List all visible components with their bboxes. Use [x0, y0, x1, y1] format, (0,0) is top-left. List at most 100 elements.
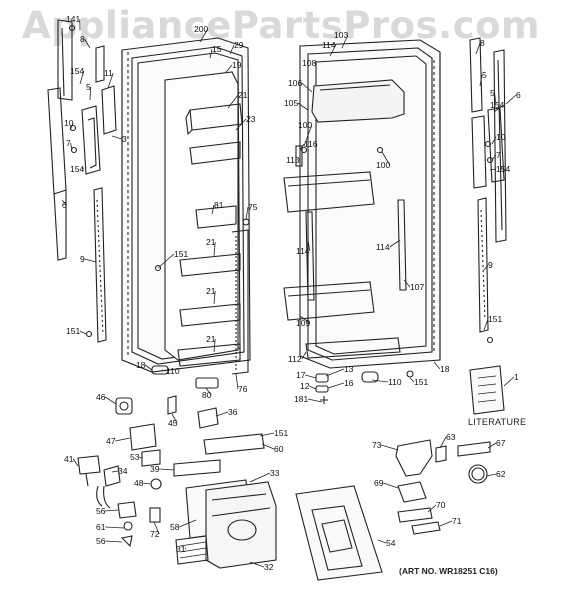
callout-label-181: 181	[294, 394, 308, 404]
callout-label-53: 53	[130, 452, 140, 462]
callout-label-36: 36	[228, 407, 238, 417]
callout-leader-7	[491, 154, 497, 161]
callout-label-62: 62	[496, 469, 506, 479]
callout-label-76: 76	[238, 384, 248, 394]
callout-label-29: 29	[234, 40, 244, 50]
callout-label-18: 18	[440, 364, 450, 374]
callout-leader-151	[483, 318, 489, 331]
callout-label-31: 31	[176, 544, 186, 554]
freezer-handle-parts	[47, 19, 117, 343]
callout-label-109: 109	[296, 318, 310, 328]
callout-label-9: 9	[488, 260, 493, 270]
callout-leader-5	[89, 86, 91, 101]
callout-label-23: 23	[246, 114, 256, 124]
callout-leaders	[61, 18, 517, 568]
callout-label-21: 21	[206, 237, 216, 247]
callout-leader-151	[79, 330, 87, 335]
callout-leader-36	[215, 411, 229, 417]
callout-label-10: 10	[496, 132, 506, 142]
callout-label-56: 56	[96, 536, 106, 546]
dispenser-front-panel	[295, 485, 383, 581]
callout-leader-110	[161, 369, 167, 372]
callout-label-151: 151	[66, 326, 80, 336]
freezer-door	[121, 37, 251, 373]
callout-leader-71	[439, 520, 453, 527]
callout-leader-15	[209, 48, 213, 59]
callout-label-6: 6	[62, 200, 67, 210]
callout-label-154: 154	[70, 66, 84, 76]
callout-leader-1	[503, 376, 515, 387]
callout-leader-34	[111, 470, 119, 473]
callout-label-58: 58	[170, 522, 180, 532]
callout-leader-10	[491, 136, 497, 145]
watermark: AppliancePartsPros.com	[21, 4, 541, 47]
callout-label-103: 103	[334, 30, 348, 40]
callout-leader-21	[213, 290, 216, 305]
callout-leader-109	[299, 315, 311, 324]
callout-leader-151	[157, 253, 175, 269]
callout-label-12: 12	[300, 381, 310, 391]
callout-leader-7	[70, 142, 73, 151]
callout-label-21: 21	[206, 286, 216, 296]
callout-label-69: 69	[374, 478, 384, 488]
callout-leader-154	[79, 70, 85, 85]
callout-leader-29	[229, 44, 235, 55]
callout-leader-100	[303, 124, 313, 147]
callout-label-81: 81	[214, 200, 224, 210]
callout-leader-56	[105, 540, 123, 543]
callout-label-151: 151	[414, 377, 428, 387]
callout-leader-105	[297, 102, 309, 111]
callout-label-73: 73	[372, 440, 382, 450]
callout-leader-60	[261, 443, 275, 450]
callout-leader-21	[213, 338, 216, 353]
callout-label-151: 151	[274, 428, 288, 438]
callout-leader-151	[259, 432, 275, 437]
callout-leader-67	[487, 442, 497, 449]
door-hinge-parts	[315, 370, 414, 404]
callout-leader-33	[249, 472, 271, 483]
callout-label-70: 70	[436, 500, 446, 510]
callout-leader-200	[199, 28, 209, 43]
callout-leader-12	[309, 385, 317, 390]
callout-leader-53	[139, 456, 143, 459]
callout-label-116: 116	[304, 139, 318, 149]
callout-label-112: 112	[288, 354, 302, 364]
callout-leader-18	[433, 361, 441, 370]
callout-leader-73	[381, 444, 399, 451]
callout-label-154: 154	[70, 164, 84, 174]
callout-label-8: 8	[80, 34, 85, 44]
callout-label-200: 200	[194, 24, 208, 34]
callout-leader-9	[483, 264, 489, 271]
callout-label-56: 56	[96, 506, 106, 516]
callout-label-5: 5	[482, 70, 487, 80]
callout-label-7: 7	[66, 138, 71, 148]
callout-leader-151	[409, 377, 415, 383]
callout-leader-3	[111, 135, 123, 140]
callout-leader-100	[381, 151, 391, 166]
callout-leader-58	[179, 519, 197, 528]
callout-label-18: 18	[136, 360, 146, 370]
callout-label-151: 151	[174, 249, 188, 259]
callout-leader-69	[383, 482, 399, 489]
callout-label-61: 61	[96, 522, 106, 532]
callout-label-45: 45	[168, 418, 178, 428]
callout-label-114: 114	[376, 242, 390, 252]
callout-label-54: 54	[386, 538, 396, 548]
callout-leader-115	[297, 157, 301, 161]
callout-label-1: 1	[514, 372, 519, 382]
callout-label-114: 114	[296, 246, 310, 256]
callout-leader-31	[184, 547, 187, 550]
callout-leader-107	[403, 279, 411, 288]
callout-leader-6	[505, 94, 517, 105]
callout-label-17: 17	[296, 370, 306, 380]
callout-leader-112	[301, 351, 307, 360]
callout-leader-63	[439, 436, 447, 449]
callout-leader-114	[307, 239, 311, 252]
callout-label-39: 39	[150, 464, 160, 474]
callout-leader-61	[105, 526, 125, 529]
callout-leader-17	[305, 374, 317, 379]
callout-leader-21	[213, 241, 216, 257]
callout-label-5: 5	[490, 88, 495, 98]
